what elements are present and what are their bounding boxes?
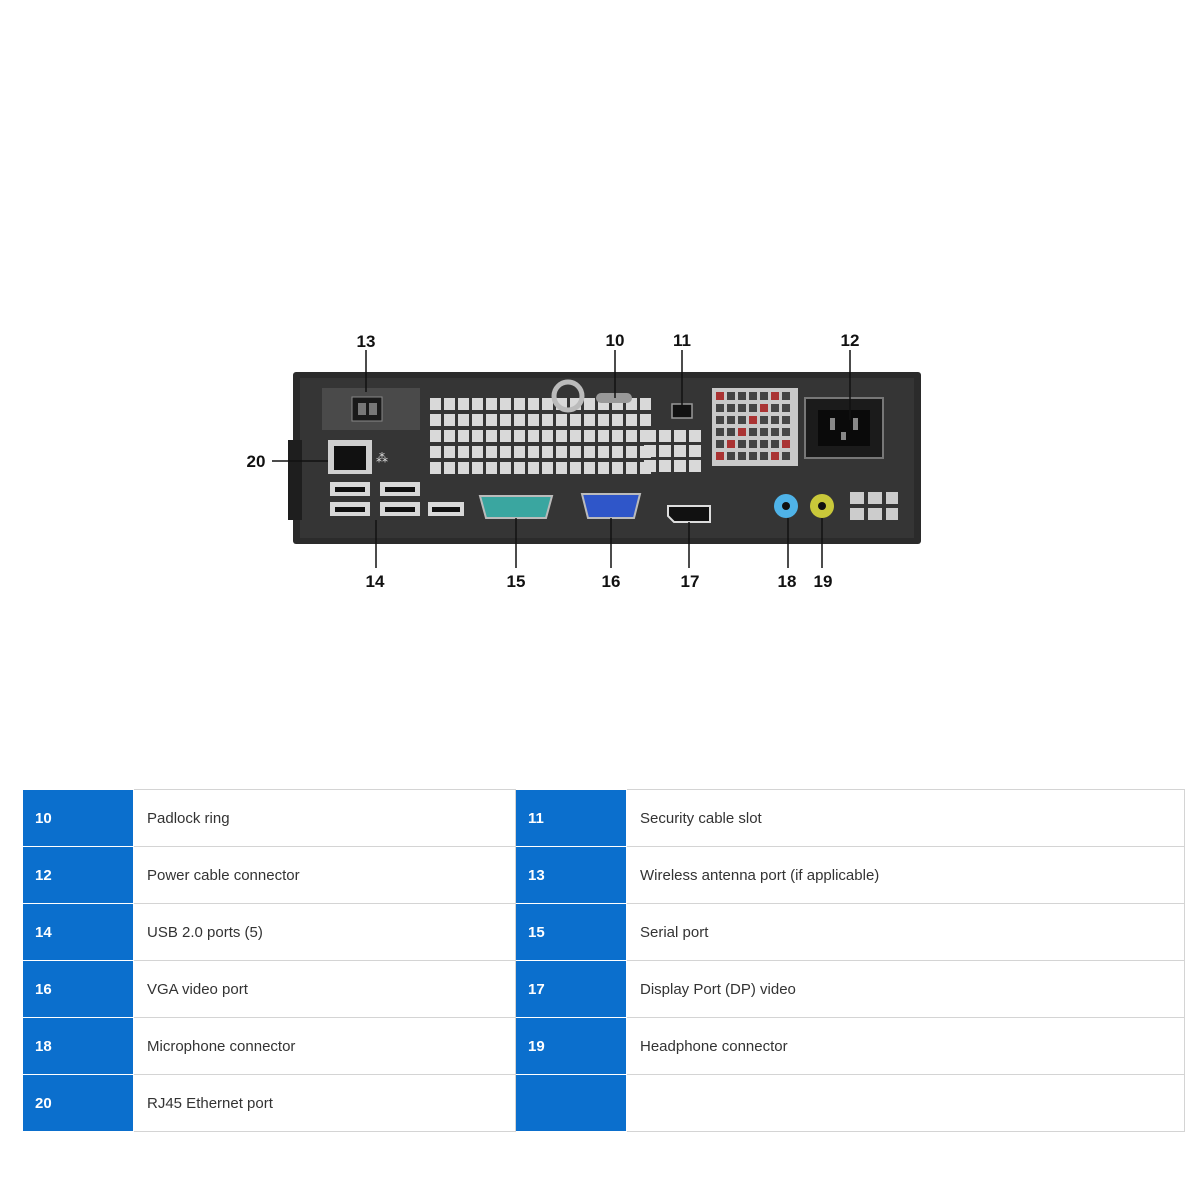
legend-number: 20 xyxy=(23,1075,134,1132)
legend-number: 16 xyxy=(23,961,134,1018)
legend-description: Padlock ring xyxy=(134,790,516,847)
legend-number: 14 xyxy=(23,904,134,961)
callout-13: 13 xyxy=(357,332,376,351)
legend-description: VGA video port xyxy=(134,961,516,1018)
network-icon: ⁂ xyxy=(376,451,388,465)
legend-description: Serial port xyxy=(627,904,1185,961)
legend-number: 15 xyxy=(516,904,627,961)
callout-11: 11 xyxy=(673,331,691,350)
callout-15: 15 xyxy=(507,572,526,591)
callout-19: 19 xyxy=(814,572,833,591)
callout-20: 20 xyxy=(247,452,266,471)
legend-description: Wireless antenna port (if applicable) xyxy=(627,847,1185,904)
callout-12: 12 xyxy=(841,331,860,350)
legend-description: Microphone connector xyxy=(134,1018,516,1075)
legend-description: Security cable slot xyxy=(627,790,1185,847)
legend-description: Power cable connector xyxy=(134,847,516,904)
legend-number: 18 xyxy=(23,1018,134,1075)
legend-number: 17 xyxy=(516,961,627,1018)
vga-video-port xyxy=(582,494,640,518)
displayport-port xyxy=(668,506,710,522)
legend-description: USB 2.0 ports (5) xyxy=(134,904,516,961)
padlock-tab xyxy=(596,393,632,403)
legend-description: Display Port (DP) video xyxy=(627,961,1185,1018)
legend-description xyxy=(627,1075,1185,1132)
callout-16: 16 xyxy=(602,572,621,591)
legend-number: 11 xyxy=(516,790,627,847)
legend-number xyxy=(516,1075,627,1132)
callout-10: 10 xyxy=(606,331,625,350)
antenna-port-icon xyxy=(352,397,382,421)
legend-number: 10 xyxy=(23,790,134,847)
legend-number: 12 xyxy=(23,847,134,904)
left-side-bracket xyxy=(288,440,302,520)
callout-18: 18 xyxy=(778,572,797,591)
legend-description: Headphone connector xyxy=(627,1018,1185,1075)
legend-number: 13 xyxy=(516,847,627,904)
rear-panel-diagram: ⁂ xyxy=(0,0,1200,760)
callout-14: 14 xyxy=(366,572,385,591)
legend-number: 19 xyxy=(516,1018,627,1075)
legend-description: RJ45 Ethernet port xyxy=(134,1075,516,1132)
callout-17: 17 xyxy=(681,572,700,591)
serial-port xyxy=(480,496,552,518)
